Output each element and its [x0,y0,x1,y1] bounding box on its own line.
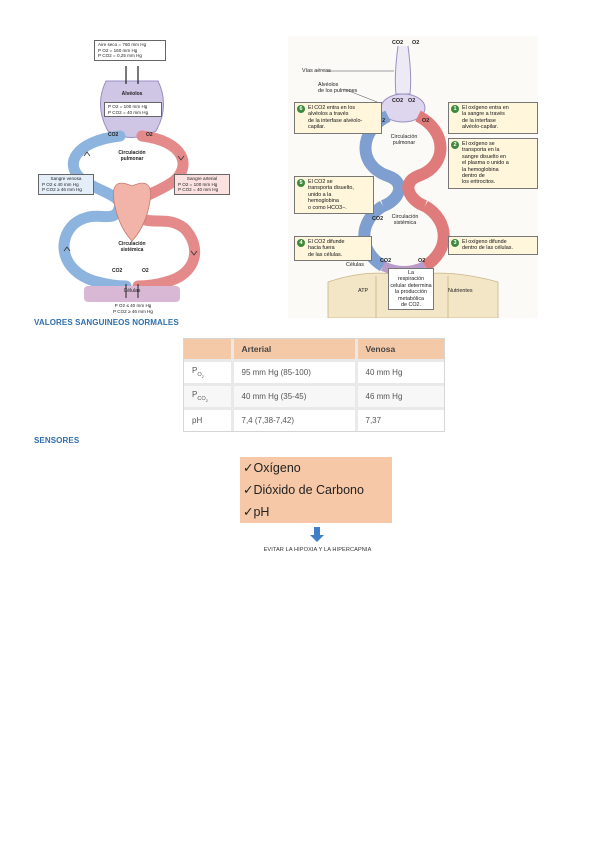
cell-arterial: 95 mm Hg (85-100) [230,359,356,385]
header-venosa: Venosa [354,339,444,361]
dry-air-line: Aire seco = 760 mm Hg [98,42,147,47]
alveolar-pco2: P CO2 = 40 mm Hg [108,109,149,115]
dry-air-box: Aire seco = 760 mm Hg P O2 = 160 mm Hg P… [94,40,166,61]
capillary-co2-label: CO2 [380,258,392,264]
arterial-title: Sangre arterial [186,176,218,181]
note-number: 6 [297,105,305,113]
sensors-heading: SENSORES [34,436,80,445]
sensor-co2: ✓Dióxido de Carbono [243,483,364,497]
alveoli-o2-label: O2 [408,98,416,104]
gas-exchange-pressure-diagram: Aire seco = 760 mm Hg P O2 = 160 mm Hg P… [34,36,230,316]
alveolar-values-box: P O2 = 100 mm Hg P CO2 = 40 mm Hg [104,102,162,118]
nutrients-label: Nutrientes [448,288,473,294]
airway-co2-label: CO2 [392,40,404,46]
systemic-circulation-label: Circulación sistémica [391,214,419,227]
sensors-list-box: ✓Oxígeno ✓Dióxido de Carbono ✓pH [240,457,392,523]
cell-venosa: 7,37 [354,407,444,431]
pulmonary-circulation-label: Circulación pulmonar [390,134,418,147]
cells-label: Células [123,288,141,294]
param-pco2: PCO2 [184,383,232,409]
dry-air-po2: P O2 = 160 mm Hg [98,47,138,53]
sensor-ph: ✓pH [243,505,270,519]
circulation-loop-illustration [58,66,201,302]
venous-blood-box: Sangre venosa P O2 ≤ 40 mm Hg P CO2 ≥ 46… [38,174,94,195]
table-row: PO2 95 mm Hg (85-100) 40 mm Hg [184,359,444,385]
alveoli-label: Alvéolos de los pulmones [318,82,358,95]
airway-label: Vías aéreas [302,68,331,74]
blood-values-table: Arterial Venosa PO2 95 mm Hg (85-100) 40… [184,339,444,431]
systemic-co2-label: CO2 [372,216,384,222]
airway-o2-label: O2 [412,40,420,46]
normal-blood-values-heading: VALORES SANGUINEOS NORMALES [34,318,179,327]
param-po2: PO2 [184,359,232,385]
note-number: 2 [451,141,459,149]
respiration-transport-diagram: CO2 O2 Vías aéreas Alvéolos de los pulmo… [288,36,538,319]
alveolar-co2-label: CO2 [108,132,119,138]
cell-arterial: 7,4 (7,38-7,42) [230,407,356,431]
note-number: 3 [451,239,459,247]
table-row: pH 7,4 (7,38-7,42) 7,37 [184,407,444,431]
table-row: PCO2 40 mm Hg (35-45) 46 mm Hg [184,383,444,409]
cellular-respiration-note: La respiración celular determina la prod… [388,268,434,311]
param-ph: pH [184,407,232,431]
goal-text: EVITAR LA HIPOXIA Y LA HIPERCAPNIA [263,547,372,553]
arterial-po2: P O2 = 100 mm Hg [178,181,218,187]
dry-air-pco2: P CO2 = 0,25 mm Hg [98,53,142,59]
arterial-pco2: P CO2 = 40 mm Hg [178,187,219,193]
down-arrow-icon [310,527,324,542]
sensor-oxygen: ✓Oxígeno [243,461,301,475]
header-arterial: Arterial [230,339,356,361]
cell-venosa: 46 mm Hg [354,383,444,409]
alveoli-co2-label: CO2 [392,98,404,104]
cell-venosa: 40 mm Hg [354,359,444,385]
note-number: 5 [297,179,305,187]
alveolos-label: Alvéolos [121,91,143,97]
note-number: 4 [297,239,305,247]
systemic-circulation-label: Circulación sistémica [118,241,146,253]
cell-pco2: P CO2 ≥ 46 mm Hg [113,308,153,314]
capillary-o2-label: O2 [418,258,426,264]
venous-title: Sangre venosa [50,176,82,181]
pulmonary-circulation-label: Circulación pulmonar [118,150,146,162]
cell-po2: P O2 ≤ 40 mm Hg [114,303,152,308]
header-empty [184,339,232,361]
alveolar-o2-label: O2 [146,132,153,138]
arterial-blood-box: Sangre arterial P O2 = 100 mm Hg P CO2 =… [174,174,230,195]
cell-values: P O2 ≤ 40 mm Hg P CO2 ≥ 46 mm Hg [104,302,162,315]
pulmonary-o2-label: O2 [422,118,430,124]
alveolar-po2: P O2 = 100 mm Hg [108,104,148,109]
venous-po2: P O2 ≤ 40 mm Hg [42,181,79,187]
venous-pco2: P CO2 ≥ 46 mm Hg [42,187,82,193]
tissue-o2-label: O2 [142,268,149,274]
cells-label: Células [346,262,364,268]
atp-label: ATP [358,288,369,294]
tissue-co2-label: CO2 [112,268,123,274]
note-number: 1 [451,105,459,113]
table-header-row: Arterial Venosa [184,339,444,361]
cell-arterial: 40 mm Hg (35-45) [230,383,356,409]
